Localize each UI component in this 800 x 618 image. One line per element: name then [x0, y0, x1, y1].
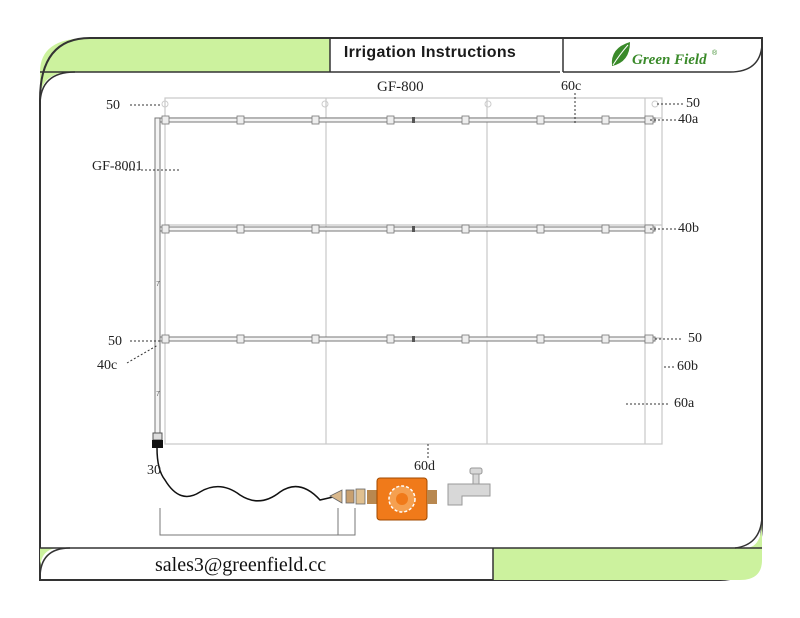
- supply-tube: [156, 447, 334, 502]
- green-field-logo: Green Field ®: [608, 38, 728, 74]
- label-40a: 40a: [678, 112, 699, 127]
- page-title: Irrigation Instructions: [343, 44, 517, 61]
- hose-fittings: [329, 488, 366, 505]
- model-label: GF-800: [377, 79, 424, 95]
- label-60d: 60d: [414, 459, 435, 474]
- svg-text:7: 7: [156, 281, 160, 288]
- contact-email: sales3@greenfield.cc: [155, 554, 327, 576]
- label-40b: 40b: [678, 221, 699, 236]
- label-60b: 60b: [677, 359, 698, 374]
- label-60c: 60c: [561, 79, 582, 94]
- label-60a: 60a: [674, 396, 695, 411]
- timer-icon: [367, 477, 437, 521]
- drip-pipe-bottom: [154, 334, 656, 344]
- vertical-supply-pipe: 7 7: [152, 117, 163, 448]
- faucet-icon: [447, 467, 491, 506]
- svg-text:7: 7: [156, 391, 160, 398]
- label-50-top-left: 50: [106, 98, 120, 113]
- label-30: 30: [147, 463, 161, 478]
- green-wall-panel-grid: [164, 97, 663, 445]
- drip-pipe-middle: [154, 224, 656, 234]
- drip-pipe-top: [154, 115, 656, 125]
- footer-green-band: [493, 520, 762, 580]
- header-green-band: [40, 38, 330, 100]
- label-50-mid-left: 50: [108, 334, 122, 349]
- label-gf-8001: GF-8001: [92, 159, 143, 174]
- brand-name: Green Field: [632, 52, 707, 68]
- registered-mark: ®: [712, 50, 718, 57]
- leaf-icon: [611, 42, 630, 66]
- label-50-mid-right: 50: [688, 331, 702, 346]
- label-40c: 40c: [97, 358, 118, 373]
- label-50-top-right: 50: [686, 96, 700, 111]
